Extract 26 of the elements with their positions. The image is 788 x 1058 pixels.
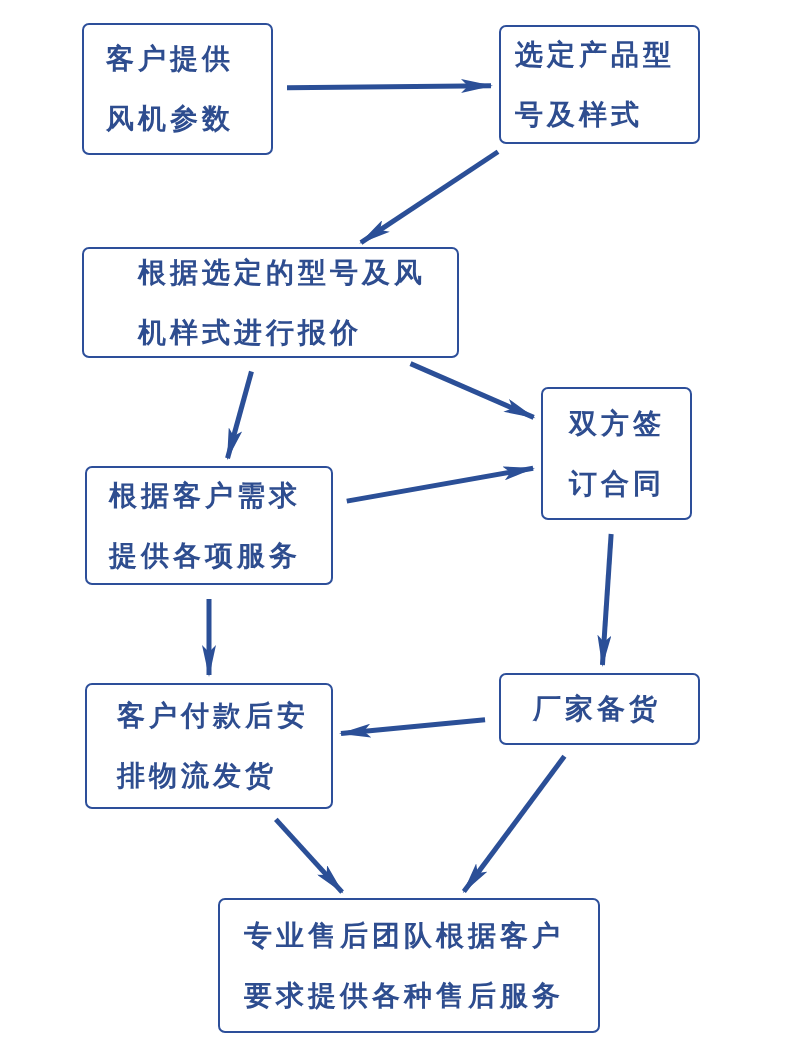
process-box [499, 673, 700, 745]
step-text: 客户提供风机参数 [106, 41, 235, 137]
arrow [202, 599, 216, 677]
step-text: 客户付款后安排物流发货 [117, 698, 310, 794]
arrow [274, 817, 344, 894]
step-text: 根据客户需求提供各项服务 [109, 477, 302, 574]
step-text: 根据选定的型号及风机样式进行报价 [138, 254, 427, 351]
arrow [346, 465, 536, 504]
process-box [85, 683, 333, 809]
arrow [597, 533, 614, 667]
step-text: 双方签订合同 [569, 405, 666, 502]
arrow [461, 754, 567, 894]
arrow [225, 370, 254, 461]
process-box [85, 466, 333, 585]
process-box [82, 247, 459, 358]
arrow [359, 149, 500, 245]
process-box [541, 387, 692, 520]
arrow [286, 79, 493, 93]
arrow [338, 717, 486, 738]
process-box [499, 25, 700, 144]
step-text: 选定产品型号及样式 [515, 36, 676, 133]
process-box [218, 898, 600, 1033]
step-text: 厂家备货 [533, 691, 662, 727]
arrow [409, 361, 536, 420]
step-text: 专业售后团队根据客户要求提供各种售后服务 [244, 917, 565, 1014]
process-box [82, 23, 273, 155]
